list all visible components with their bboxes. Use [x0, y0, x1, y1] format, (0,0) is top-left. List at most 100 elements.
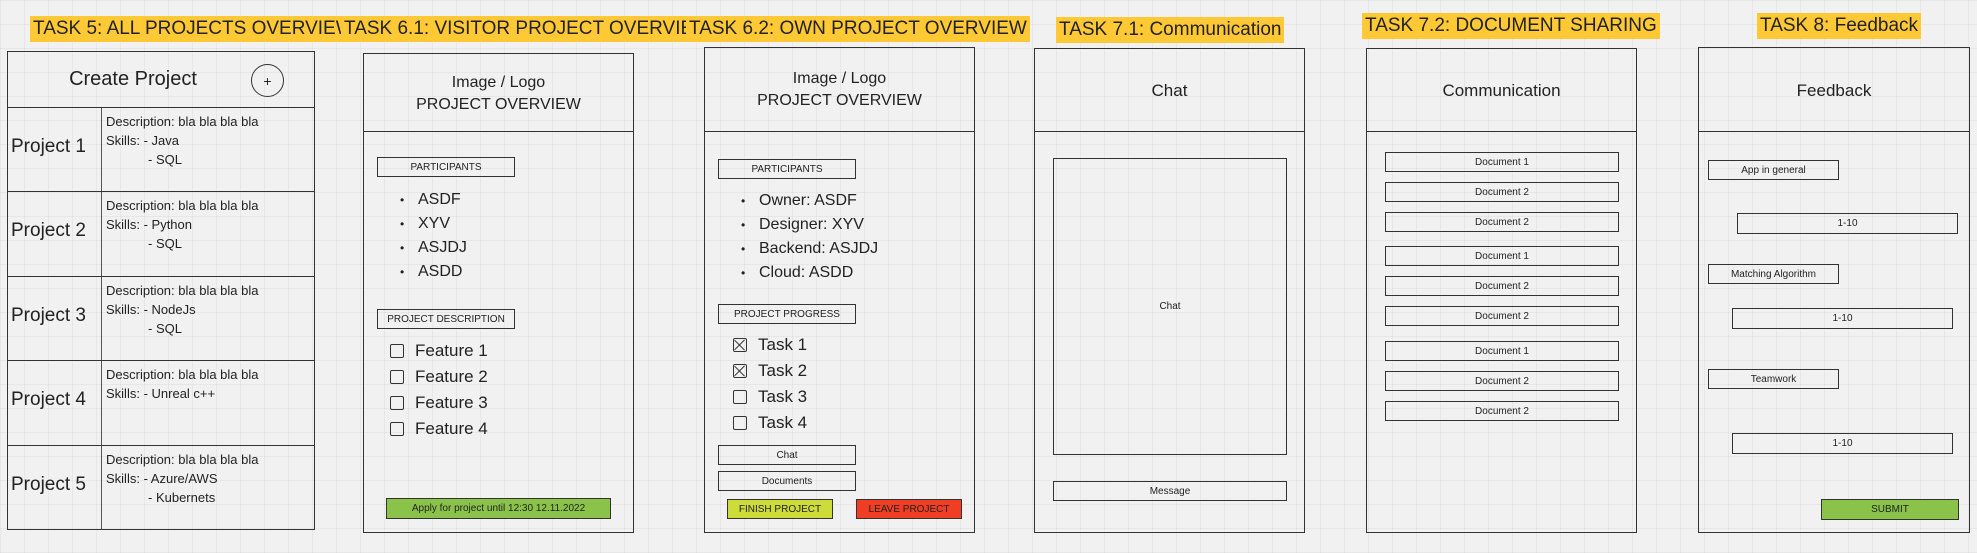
project-skill-line: - SQL [106, 150, 258, 169]
chat-header: Chat [1151, 81, 1188, 100]
chat-area[interactable]: Chat [1053, 158, 1287, 455]
task61-title: TASK 6.1: VISITOR PROJECT OVERVIEW [341, 16, 715, 42]
document-item[interactable]: Document 2 [1385, 276, 1619, 296]
own-header-line2: PROJECT OVERVIEW [757, 92, 922, 109]
own-participants-label: PARTICIPANTS [718, 159, 856, 179]
task-label: Task 1 [758, 335, 808, 354]
participant-item: Cloud: ASDD [741, 261, 878, 285]
task62-frame: Image / Logo PROJECT OVERVIEW PARTICIPAN… [704, 47, 975, 533]
document-item[interactable]: Document 2 [1385, 401, 1619, 421]
feature-item: Feature 4 [390, 416, 488, 442]
own-participants-list: Owner: ASDFDesigner: XYVBackend: ASJDJCl… [741, 189, 878, 285]
feedback-category-label: Teamwork [1708, 369, 1839, 389]
project-skills-label: Skills: [106, 470, 140, 486]
own-header-line1: Image / Logo [792, 70, 887, 87]
project-row-divider [101, 192, 102, 276]
document-item[interactable]: Document 2 [1385, 212, 1619, 232]
feedback-rating-input[interactable]: 1-10 [1737, 213, 1958, 234]
checked-checkbox-icon[interactable] [733, 364, 747, 378]
submit-button[interactable]: SUBMIT [1821, 499, 1959, 520]
task8-title: TASK 8: Feedback [1757, 13, 1922, 39]
checkbox-icon[interactable] [733, 416, 747, 430]
project-skill-line: - SQL [106, 234, 258, 253]
task72-title: TASK 7.2: DOCUMENT SHARING [1362, 13, 1660, 39]
apply-button[interactable]: Apply for project until 12:30 12.11.2022 [386, 498, 611, 519]
document-item[interactable]: Document 1 [1385, 152, 1619, 172]
project-row-divider [101, 276, 102, 361]
document-item[interactable]: Document 2 [1385, 182, 1619, 202]
chat-button[interactable]: Chat [718, 445, 856, 465]
document-item[interactable]: Document 1 [1385, 246, 1619, 266]
documents-button[interactable]: Documents [718, 471, 856, 491]
feature-item: Feature 2 [390, 364, 488, 390]
project-skills-label: Skills: [106, 217, 140, 233]
create-project-button[interactable]: + [251, 64, 284, 97]
feedback-rating-input[interactable]: 1-10 [1732, 308, 1953, 329]
plus-icon: + [263, 72, 272, 89]
document-item[interactable]: Document 2 [1385, 371, 1619, 391]
project-skill-line: Skills: - Java [106, 131, 258, 150]
checked-checkbox-icon[interactable] [733, 338, 747, 352]
project-name: Project 3 [11, 304, 86, 326]
project-skill: - SQL [148, 236, 182, 252]
feature-label: Feature 2 [415, 367, 488, 386]
feature-item: Feature 3 [390, 390, 488, 416]
task5-title: TASK 5: ALL PROJECTS OVERVIEW [30, 16, 357, 42]
project-skill-line: Skills: - Azure/AWS [106, 469, 258, 488]
participant-item: XYV [400, 212, 467, 236]
message-input[interactable]: Message [1053, 481, 1287, 501]
checkbox-icon[interactable] [733, 390, 747, 404]
participant-item: ASJDJ [400, 236, 467, 260]
project-description: Description: bla bla bla bla [106, 367, 259, 383]
participant-item: Designer: XYV [741, 213, 878, 237]
task-label: Task 3 [758, 387, 808, 406]
document-item[interactable]: Document 1 [1385, 341, 1619, 361]
project-description: Description: bla bla bla bla [106, 114, 259, 129]
checkbox-icon[interactable] [390, 422, 404, 436]
participant-item: Owner: ASDF [741, 189, 878, 213]
project-skill: - SQL [148, 320, 182, 336]
project-description: Description: bla bla bla bla [106, 198, 259, 214]
feedback-header: Feedback [1796, 81, 1872, 100]
visitor-participants-label: PARTICIPANTS [377, 157, 515, 177]
feedback-rating-input[interactable]: 1-10 [1732, 433, 1953, 454]
leave-project-button[interactable]: LEAVE PROJECT [856, 499, 962, 519]
task62-title: TASK 6.2: OWN PROJECT OVERVIEW [686, 16, 1030, 42]
feature-label: Feature 4 [415, 419, 488, 438]
visitor-header-line1: Image / Logo [451, 74, 546, 91]
project-skill: - Java [143, 133, 179, 148]
project-row-divider [101, 445, 102, 529]
project-skill-line: - Kubernets [106, 488, 258, 507]
feature-item: Feature 1 [390, 338, 488, 364]
checkbox-icon[interactable] [390, 370, 404, 384]
project-skill-line: Skills: - NodeJs [106, 300, 258, 319]
finish-project-button[interactable]: FINISH PROJECT [727, 499, 833, 519]
visitor-feature-list: Feature 1 Feature 2 Feature 3 Feature 4 [390, 338, 488, 442]
project-skill: - Azure/AWS [143, 470, 218, 486]
task-item: Task 3 [733, 384, 807, 410]
project-skill-line: - SQL [106, 319, 258, 338]
checkbox-icon[interactable] [390, 344, 404, 358]
participant-item: ASDF [400, 188, 467, 212]
project-skills-label: Skills: [106, 386, 140, 402]
document-item[interactable]: Document 2 [1385, 306, 1619, 326]
project-row-divider [101, 361, 102, 445]
participant-item: ASDD [400, 260, 467, 284]
checkbox-icon[interactable] [390, 396, 404, 410]
project-skill-line: Skills: - Unreal c++ [106, 384, 258, 403]
project-skill: - Kubernets [148, 489, 216, 505]
project-description: Description: bla bla bla bla [106, 282, 259, 298]
project-name: Project 1 [11, 136, 86, 157]
task-item: Task 2 [733, 358, 807, 384]
